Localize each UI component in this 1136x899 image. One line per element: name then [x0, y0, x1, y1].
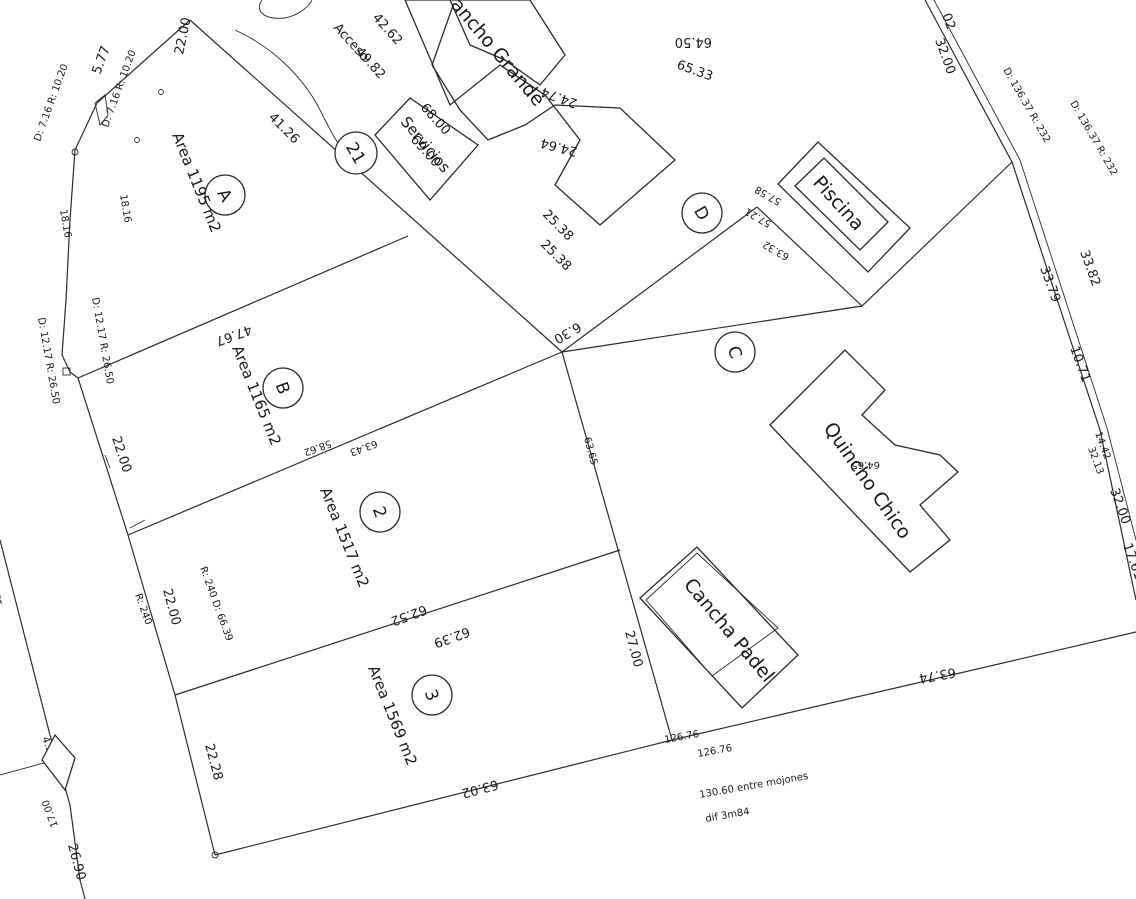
- dim-64-65: 64.65: [851, 459, 880, 470]
- marker-point: [71, 148, 79, 156]
- boundary-left-frontage: [61, 19, 191, 379]
- boundary-a-b: [77, 235, 409, 379]
- boundary-left-lower: [77, 377, 216, 856]
- dim-17-00: 17.00: [41, 798, 61, 829]
- marker-square: [62, 367, 71, 376]
- dim-27-00: 27.00: [621, 629, 645, 669]
- lot-marker-b: B: [262, 367, 304, 409]
- dim-32-00-right: 32.00: [1106, 486, 1133, 526]
- area-label-3: Area 1569 m2: [364, 663, 421, 768]
- marker-point: [211, 851, 219, 859]
- building-cancha-padel-fence: [645, 552, 779, 677]
- note-dif: dif 3m84: [705, 806, 751, 825]
- dim-33-82: 33.82: [1076, 248, 1103, 288]
- lot-marker-2: 2: [359, 491, 401, 533]
- dim-63-74: 63.74: [918, 664, 957, 685]
- dim-26-90: 26.90: [64, 842, 88, 882]
- boundary-2-3: [174, 549, 621, 696]
- building-rancho-grande-wing: [449, 0, 566, 86]
- dim-12: 12: [0, 592, 5, 606]
- dim-17-61: 17.61: [1119, 541, 1136, 581]
- dim-63-65: 63.65: [581, 436, 599, 467]
- dim-18-16-a: 18.16: [57, 209, 73, 239]
- tick-mark-2: [104, 454, 111, 469]
- building-piscina-inner: [794, 157, 889, 251]
- dim-22-00-top: 22.00: [172, 16, 194, 56]
- dim-22-28: 22.28: [201, 742, 225, 782]
- dim-63-02: 63.02: [460, 776, 500, 800]
- tick-mark-1: [129, 519, 146, 529]
- marker-curve-point: [94, 94, 109, 127]
- boundary-piscina-edge: [756, 206, 863, 307]
- dim-57-58: 57.58: [753, 183, 783, 207]
- building-quincho-chico: [769, 349, 959, 573]
- dim-62-52: 62.52: [389, 601, 429, 628]
- lot-markers: A B 2 3 C D 21: [204, 131, 756, 716]
- dim-58-62: 58.62: [302, 437, 333, 457]
- lot-marker-21: 21: [334, 131, 378, 175]
- lot-marker-3: 3: [411, 674, 453, 716]
- boundary-lot-a-diagonal: [189, 19, 563, 353]
- dim-65-33: 65.33: [675, 58, 715, 85]
- dim-25-38-a: 25.38: [539, 207, 576, 244]
- dim-64-50: 64.50: [675, 34, 712, 49]
- dim-radius-12-17-a: D: 12.17 R: 26.50: [35, 317, 61, 405]
- building-rancho-grande: [404, 0, 676, 226]
- building-servicios: [374, 97, 479, 201]
- dim-10-71: 10.71: [1066, 344, 1093, 384]
- dim-5-77: 5.77: [90, 44, 114, 76]
- lot-marker-a: A: [204, 174, 246, 216]
- dim-47-67: 47.67: [214, 321, 254, 348]
- dim-42-62: 42.62: [369, 11, 405, 49]
- marker-monument: [41, 733, 76, 792]
- dim-radius-232-b: D: 136.37 R: 232: [1067, 99, 1119, 178]
- dim-22-00-mid: 22.00: [108, 435, 134, 475]
- dim-18-16-b: 18.16: [117, 194, 133, 224]
- dim-6-30: 6.30: [551, 319, 584, 346]
- dim-radius-240-b: R: 240 D: 66.39: [197, 565, 234, 642]
- dim-24-64: 24.64: [539, 135, 579, 159]
- boundary-bottom: [214, 631, 1136, 856]
- note-entre-mojones: 130.60 entre mojones: [699, 771, 810, 801]
- access-curve-top: [258, 0, 313, 19]
- area-labels: Area 1195 m2 Area 1165 m2 Area 1517 m2 A…: [168, 130, 421, 768]
- survey-markers: [41, 89, 219, 859]
- dim-63-32: 63.32: [761, 238, 791, 262]
- dim-33-79: 33.79: [1036, 264, 1063, 304]
- dim-126-76-b: 126.76: [697, 743, 733, 760]
- dim-02: 02: [938, 11, 958, 32]
- lot-marker-d: D: [681, 192, 723, 234]
- dim-radius-232-a: D: 136.37 R: 232: [1000, 66, 1052, 145]
- dim-49-82: 49.82: [352, 45, 388, 83]
- boundary-right-frontage: [924, 0, 1136, 601]
- buildings: [374, 0, 959, 709]
- dim-radius-7-16-a: D: 7.16 R: 10.20: [32, 63, 70, 143]
- boundary-right-frontage-inner: [933, 0, 1136, 541]
- boundary-b-2: [127, 351, 563, 536]
- boundary-d-lower: [561, 206, 758, 353]
- boundary-far-left: [0, 539, 86, 899]
- dim-25-38-b: 25.38: [537, 237, 574, 274]
- dim-62-39: 62.39: [432, 623, 472, 650]
- marker-point: [134, 137, 140, 143]
- boundary-center-vertical: [561, 351, 673, 741]
- dim-22-00-low: 22.00: [159, 587, 183, 627]
- lot-marker-c: C: [714, 331, 756, 373]
- marker-point: [158, 89, 164, 95]
- dim-32-00-top: 32.00: [931, 36, 958, 76]
